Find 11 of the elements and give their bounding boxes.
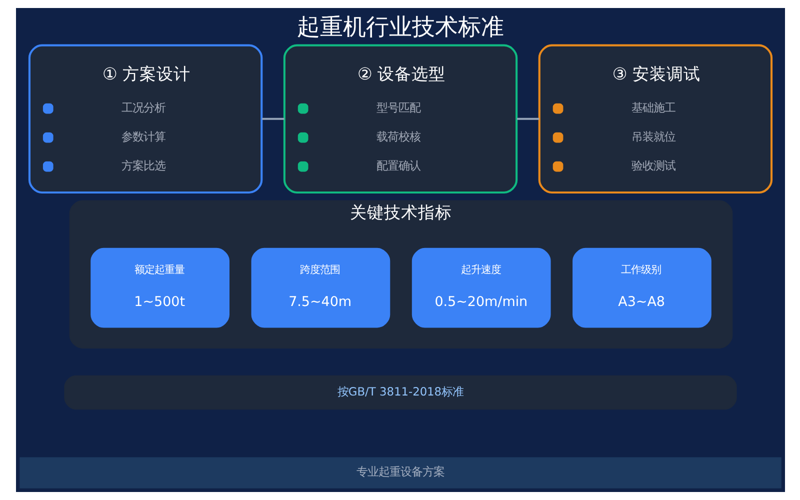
- node-box: ① 方案设计 工况分析 参数计算 方案比选: [28, 44, 262, 194]
- node-box: ③ 安装调试 基础施工 吊装就位 验收测试: [538, 44, 772, 194]
- connector: [262, 118, 284, 120]
- diagram-title: 起重机行业技术标准: [296, 14, 504, 41]
- node-box: 起升速度 0.5~20m/min: [411, 248, 550, 328]
- connector: [516, 118, 539, 120]
- node-box: 额定起重量 1~500t: [90, 248, 229, 328]
- node-box: 专业起重设备方案: [19, 457, 781, 488]
- node-box: 工作级别 A3~A8: [572, 248, 711, 328]
- node-box: ② 设备选型 型号匹配 载荷校核 配置确认: [282, 44, 518, 194]
- node-box: 跨度范围 7.5~40m: [250, 248, 390, 328]
